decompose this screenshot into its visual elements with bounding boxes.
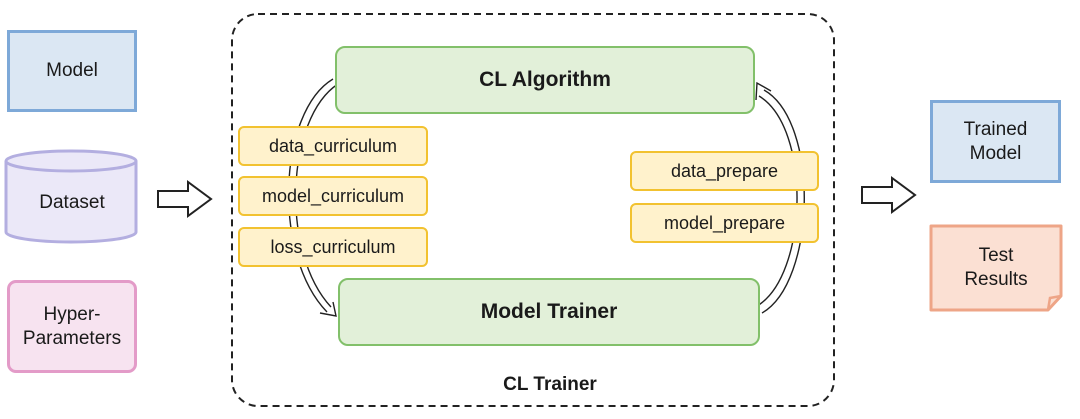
model-prepare-box: model_prepare <box>630 203 819 243</box>
trained-model-box: Trained Model <box>930 100 1061 183</box>
cl-algorithm-box: CL Algorithm <box>335 46 755 114</box>
model-input-box: Model <box>7 30 137 112</box>
model-trainer-box: Model Trainer <box>338 278 760 346</box>
test-results-note <box>929 224 1063 312</box>
test-label-line2: Results <box>964 269 1028 290</box>
model-prepare-label: model_prepare <box>663 213 786 233</box>
dataset-cylinder <box>4 149 138 244</box>
output-block-arrow <box>861 176 917 214</box>
trained-label-line2: Model <box>969 142 1022 164</box>
hyperparameters-box: Hyper- Parameters <box>7 280 137 373</box>
right-curve-arrow <box>755 81 805 314</box>
loss-curriculum-box: loss_curriculum <box>238 227 428 267</box>
model-input-label: Model <box>46 60 98 81</box>
loss-curriculum-label: loss_curriculum <box>270 237 396 257</box>
data-prepare-box: data_prepare <box>630 151 819 191</box>
trained-label-line1: Trained <box>963 118 1028 140</box>
data-prepare-label: data_prepare <box>670 161 779 181</box>
cl-algorithm-label: CL Algorithm <box>479 68 611 91</box>
test-results-box: Test Results <box>931 226 1061 310</box>
model-curriculum-label: model_curriculum <box>261 186 405 206</box>
hyper-label-line1: Hyper- <box>43 303 101 325</box>
model-curriculum-box: model_curriculum <box>238 176 428 216</box>
test-label-line1: Test <box>978 245 1014 266</box>
cl-trainer-label: CL Trainer <box>503 374 597 395</box>
cl-trainer-container <box>231 13 835 407</box>
data-curriculum-label: data_curriculum <box>268 136 398 156</box>
data-curriculum-box: data_curriculum <box>238 126 428 166</box>
hyper-label-line2: Parameters <box>22 327 122 349</box>
input-block-arrow <box>157 180 213 218</box>
model-trainer-label: Model Trainer <box>480 300 618 323</box>
dataset-label: Dataset <box>39 192 105 213</box>
